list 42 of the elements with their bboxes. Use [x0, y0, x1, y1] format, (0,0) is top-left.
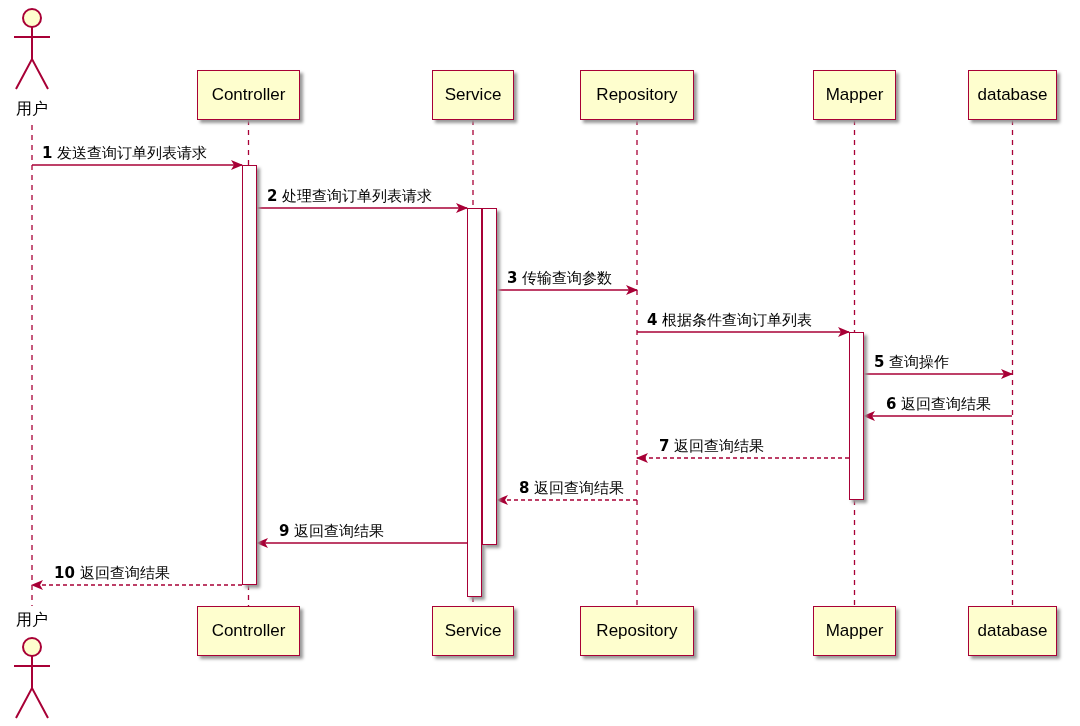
message-label: 6 返回查询结果: [886, 395, 992, 413]
message-arrow: [256, 203, 468, 213]
actor-name: 用户: [15, 99, 49, 120]
participant-box: database: [968, 606, 1057, 656]
lifeline: [636, 119, 638, 607]
message-label: 4 根据条件查询订单列表: [647, 311, 813, 329]
lifeline: [853, 119, 856, 333]
participant-box: database: [968, 70, 1057, 120]
lifeline: [1011, 119, 1014, 607]
message-label: 10 返回查询结果: [54, 564, 170, 582]
message-arrow: [863, 411, 1013, 421]
participant-box: Service: [432, 606, 514, 656]
lifeline: [31, 124, 33, 607]
message-arrow: [256, 538, 468, 548]
message-label: 3 传输查询参数: [507, 269, 613, 287]
activation-bar: [242, 165, 257, 585]
lifeline: [247, 119, 250, 166]
activation-bar: [482, 208, 497, 545]
message-arrow: [496, 285, 638, 295]
activation-bar: [467, 208, 482, 597]
participant-box: Mapper: [813, 606, 896, 656]
activation-bar: [849, 332, 864, 500]
message-arrow: [31, 580, 243, 590]
message-arrow: [31, 160, 243, 170]
message-label: 5 查询操作: [874, 353, 950, 371]
actor-name: 用户: [15, 610, 49, 631]
participant-box: Mapper: [813, 70, 896, 120]
message-label: 7 返回查询结果: [659, 437, 765, 455]
message-arrow: [636, 453, 850, 463]
participant-box: Repository: [580, 70, 694, 120]
participant-box: Repository: [580, 606, 694, 656]
message-arrow: [863, 369, 1013, 379]
message-arrow: [636, 327, 850, 337]
message-label: 8 返回查询结果: [519, 479, 625, 497]
message-arrow: [496, 495, 638, 505]
participant-box: Controller: [197, 70, 300, 120]
message-label: 9 返回查询结果: [279, 522, 385, 540]
message-label: 1 发送查询订单列表请求: [42, 144, 208, 162]
message-label: 2 处理查询订单列表请求: [267, 187, 433, 205]
participant-box: Controller: [197, 606, 300, 656]
participant-box: Service: [432, 70, 514, 120]
lifeline: [853, 499, 856, 607]
